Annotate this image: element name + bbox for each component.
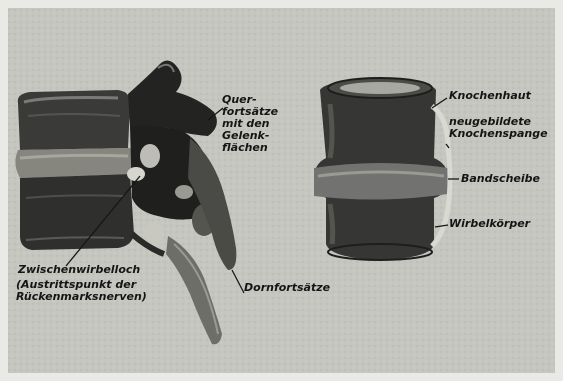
- label-knochenspange: neugebildete Knochenspange: [449, 116, 548, 140]
- articular-facet-upper: [140, 144, 160, 168]
- intervertebral-foramen: [127, 167, 145, 181]
- label-austrittspunkt: (Austrittspunkt der Rückenmarksnerven): [16, 279, 147, 303]
- intervertebral-disc-left: [15, 148, 133, 178]
- figure-panel: Quer- fortsätze mit den Gelenk- flächen …: [8, 8, 555, 373]
- vertebral-body-frontal: [314, 78, 450, 260]
- label-bandscheibe: Bandscheibe: [461, 173, 540, 185]
- label-dornfortsaetze: Dornfortsätze: [244, 282, 330, 294]
- label-zwischenwirbelloch: Zwischenwirbelloch: [18, 264, 140, 276]
- label-querfortsaetze: Quer- fortsätze mit den Gelenk- flächen: [222, 94, 278, 154]
- label-knochenhaut: Knochenhaut: [449, 90, 531, 102]
- disc-band-right: [314, 163, 448, 200]
- label-wirbelkoerper: Wirbelkörper: [449, 218, 530, 230]
- vertebra-illustration: [8, 8, 555, 373]
